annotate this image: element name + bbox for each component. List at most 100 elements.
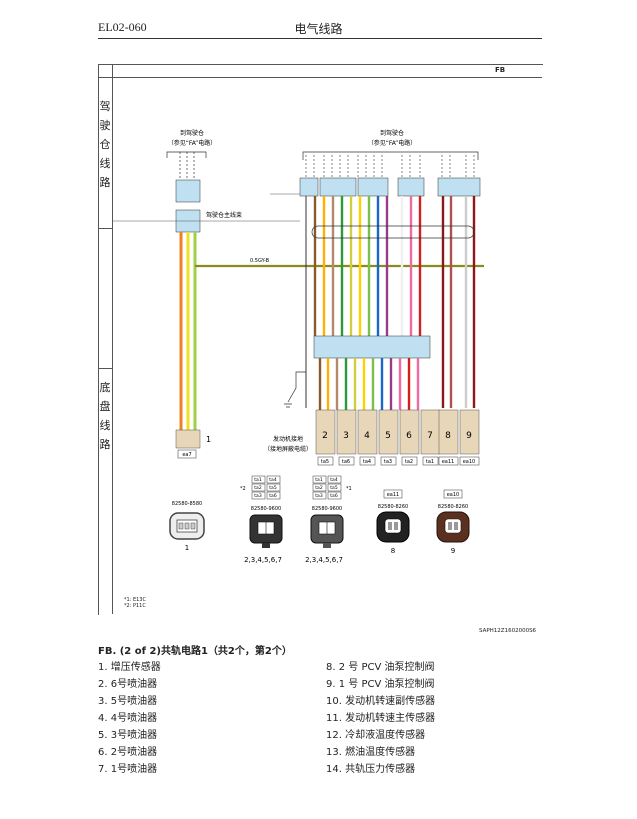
note-2: *2: P11C <box>124 603 146 609</box>
component-num-1: 1 <box>206 435 211 444</box>
legend-item: 14. 共轨压力传感器 <box>326 764 416 775</box>
tag-ea7: ea7 <box>182 452 191 458</box>
header-rule <box>98 38 542 39</box>
tag-ea11: ea11 <box>442 459 455 465</box>
tag-ta4: ta4 <box>363 459 371 465</box>
component-num-3: 3 <box>343 431 349 441</box>
svg-text:ta3: ta3 <box>254 493 262 499</box>
svg-text:ta3: ta3 <box>315 493 323 499</box>
part-3-face <box>310 514 344 548</box>
reference-code: SAPH12Z1602000S6 <box>479 628 537 634</box>
right-wires <box>305 196 476 408</box>
zone-divider-2 <box>98 368 112 369</box>
component-num-6: 6 <box>406 431 412 441</box>
part-3-caption: 2,3,4,5,6,7 <box>305 556 343 564</box>
svg-text:ta6: ta6 <box>330 493 338 499</box>
legend-item: 12. 冷却液温度传感器 <box>326 730 426 741</box>
tag-ta3: ta3 <box>384 459 392 465</box>
svg-text:ta1: ta1 <box>254 477 262 483</box>
to-cab-left-2: （参见“FA”电路） <box>168 139 216 147</box>
legend-item: 11. 发动机转速主传感器 <box>326 713 436 724</box>
part-9-tag: ea10 <box>447 492 460 498</box>
legend-item: 1. 增压传感器 <box>98 662 161 673</box>
component-num-7: 7 <box>427 431 433 441</box>
svg-text:ta1: ta1 <box>315 477 323 483</box>
zone-divider-1 <box>98 228 112 229</box>
legend-item: 9. 1 号 PCV 油泵控制阀 <box>326 679 435 690</box>
tag-ta5: ta5 <box>321 459 329 465</box>
lower-wires <box>318 358 420 410</box>
legend-item: 6. 2号喷油器 <box>98 747 158 758</box>
part-1-face <box>169 512 205 540</box>
mark-star-a: *2 <box>240 486 246 492</box>
component-num-2: 2 <box>322 431 328 441</box>
zone-label-cab: 驾 驶 仓 线 路 <box>99 100 111 189</box>
legend-item: 2. 6号喷油器 <box>98 679 158 690</box>
svg-text:ta5: ta5 <box>269 485 277 491</box>
note-1: *1: E13C <box>124 597 146 603</box>
frame-tag: FB <box>495 66 506 74</box>
zone-label-chassis: 底 盘 线 路 <box>99 381 111 451</box>
component-num-8: 8 <box>445 431 451 441</box>
left-cab-arrows <box>179 152 195 180</box>
component-num-9: 9 <box>466 431 472 441</box>
mark-star-b: *1 <box>346 486 352 492</box>
harness-label: 驾驶仓主线束 <box>206 211 242 219</box>
to-cab-left-1: 到驾驶仓 <box>180 129 204 137</box>
legend-item: 7. 1号喷油器 <box>98 764 158 775</box>
legend-item: 5. 3号喷油器 <box>98 730 158 741</box>
connector-tags <box>177 449 480 466</box>
tag-ta1: ta1 <box>426 459 434 465</box>
engine-ground-2: （接地屏蔽电缆） <box>264 445 312 453</box>
part-3-code: 82580-9600 <box>312 506 342 512</box>
connector-grid-b <box>312 475 342 500</box>
part-2-code: 82580-9600 <box>251 506 281 512</box>
to-cab-right-2: （参见“FA”电路） <box>368 139 416 147</box>
part-9-face <box>436 511 470 543</box>
tag-ta2: ta2 <box>405 459 413 465</box>
svg-text:ta5: ta5 <box>330 485 338 491</box>
tag-ta6: ta6 <box>342 459 350 465</box>
cab-connectors <box>175 177 481 233</box>
to-cab-right-1: 到驾驶仓 <box>380 129 404 137</box>
engine-ground-1: 发动机接地 <box>273 435 303 443</box>
svg-text:ta6: ta6 <box>269 493 277 499</box>
part-8-code: 82580-8260 <box>378 504 408 510</box>
legend-item: 3. 5号喷油器 <box>98 696 158 707</box>
legend-right: 8. 2 号 PCV 油泵控制阀 9. 1 号 PCV 油泵控制阀 10. 发动… <box>326 659 435 778</box>
part-8-caption: 8 <box>391 547 395 555</box>
zone-column-divider <box>112 64 113 614</box>
legend-item: 10. 发动机转速副传感器 <box>326 696 436 707</box>
connector-grid-a <box>251 475 281 500</box>
svg-text:ta4: ta4 <box>330 477 338 483</box>
page-title: 电气线路 <box>294 22 343 36</box>
part-8-face <box>376 511 410 543</box>
splice-box <box>313 335 431 359</box>
part-8-tag: ea11 <box>387 492 400 498</box>
component-num-4: 4 <box>364 431 370 441</box>
svg-text:ta2: ta2 <box>315 485 323 491</box>
part-1-code: 82580-8580 <box>172 501 202 507</box>
part-9-caption: 9 <box>451 547 455 555</box>
wiring-diagram: 到驾驶仓 （参见“FA”电路） 到驾驶仓 （参见“FA”电路） 驾驶仓主线束 <box>112 129 484 564</box>
part-1-caption: 1 <box>185 544 189 552</box>
svg-text:ta4: ta4 <box>269 477 277 483</box>
figure-caption: FB. (2 of 2)共轨电路1（共2个，第2个） <box>98 646 292 657</box>
right-cab-arrows <box>305 155 475 178</box>
page-code: EL02-060 <box>98 20 147 34</box>
tag-ea10: ea10 <box>463 459 476 465</box>
part-2-caption: 2,3,4,5,6,7 <box>244 556 282 564</box>
component-boxes <box>175 409 480 455</box>
diagram-notes: *1: E13C *2: P11C <box>124 597 146 609</box>
legend-item: 4. 4号喷油器 <box>98 713 158 724</box>
diagram-frame <box>98 64 543 615</box>
legend-item: 13. 燃油温度传感器 <box>326 747 416 758</box>
ground-wire-label: 0.5GY-B <box>250 258 270 264</box>
legend-left: 1. 增压传感器 2. 6号喷油器 3. 5号喷油器 4. 4号喷油器 5. 3… <box>98 659 161 778</box>
frame-top-row <box>98 77 542 78</box>
svg-text:ta2: ta2 <box>254 485 262 491</box>
part-9-code: 82580-8260 <box>438 504 468 510</box>
component-num-5: 5 <box>385 431 391 441</box>
part-2-face <box>249 514 283 548</box>
legend-item: 8. 2 号 PCV 油泵控制阀 <box>326 662 435 673</box>
